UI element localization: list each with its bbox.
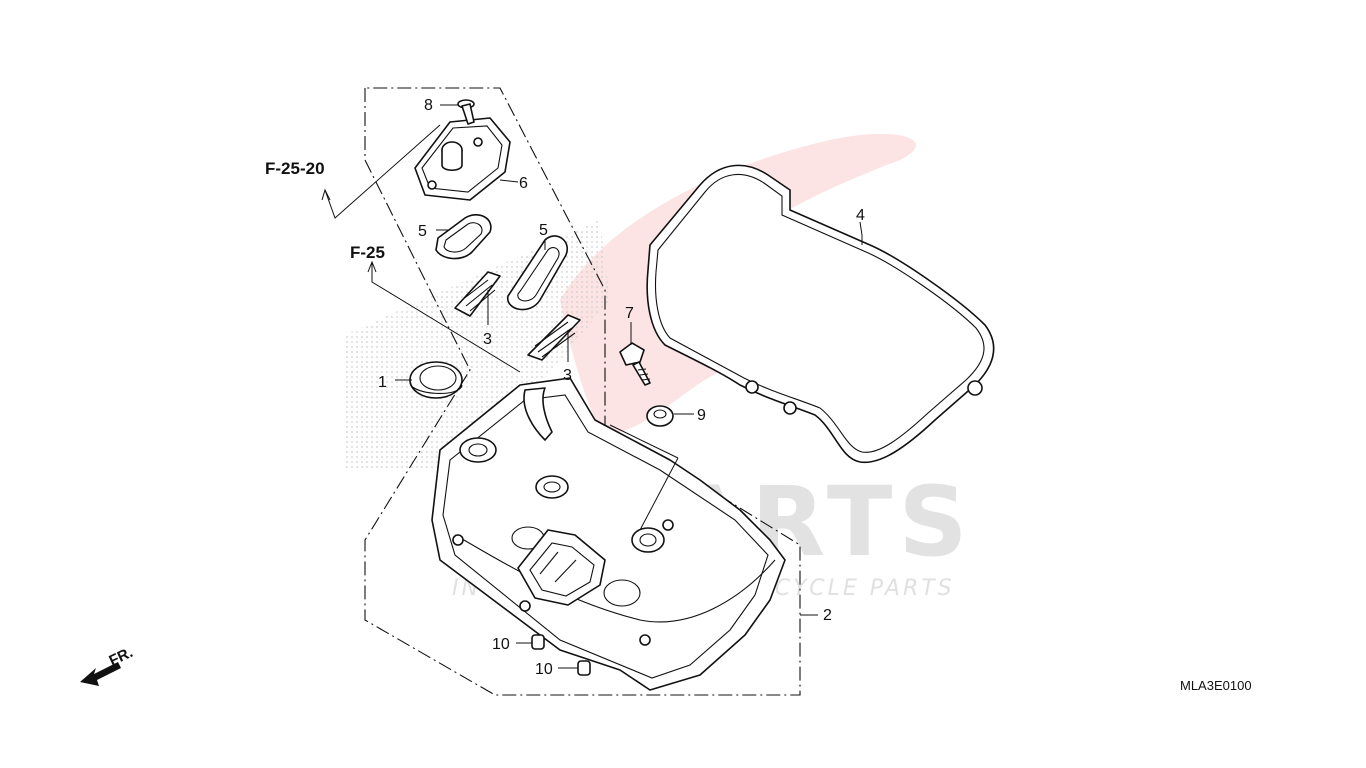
rubber-seal-5b	[507, 235, 569, 311]
bolt-7	[619, 342, 651, 386]
breather-cover	[414, 117, 511, 201]
callout-9: 9	[697, 407, 706, 424]
callout-10b: 10	[535, 661, 553, 678]
front-direction-indicator: FR.	[80, 644, 136, 686]
callout-2: 2	[823, 607, 832, 624]
callout-8: 8	[424, 97, 433, 114]
callout-1: 1	[378, 374, 387, 391]
head-cover-gasket	[646, 164, 995, 464]
leader-lines	[321, 104, 863, 669]
reed-plate-3a	[454, 271, 501, 317]
callout-7: 7	[625, 305, 634, 322]
bolt-8	[457, 99, 475, 125]
callout-4: 4	[856, 207, 865, 224]
cylinder-head-cover	[431, 377, 786, 691]
dowel-pin-10a	[531, 634, 545, 650]
diagram-code: MLA3E0100	[1180, 678, 1252, 693]
callout-10a: 10	[492, 636, 510, 653]
callout-5b: 5	[539, 222, 548, 239]
reference-f-25-20: F-25-20	[265, 159, 325, 178]
callout-5a: 5	[418, 223, 427, 240]
callout-3a: 3	[483, 331, 492, 348]
reference-f-25: F-25	[350, 243, 385, 262]
callouts: 1 2 3 3 4 5 5 6 7 8 9 10 10	[378, 97, 865, 678]
front-arrow-icon	[80, 662, 121, 686]
dowel-pin-10b	[577, 660, 591, 676]
callout-3b: 3	[563, 367, 572, 384]
rubber-seal-5a	[435, 214, 492, 260]
grommet-1	[409, 361, 463, 399]
washer-9	[646, 405, 674, 427]
front-label: FR.	[107, 644, 136, 670]
reed-plate-3b	[527, 314, 581, 361]
assembly-boundary	[364, 87, 801, 696]
callout-6: 6	[519, 175, 528, 192]
